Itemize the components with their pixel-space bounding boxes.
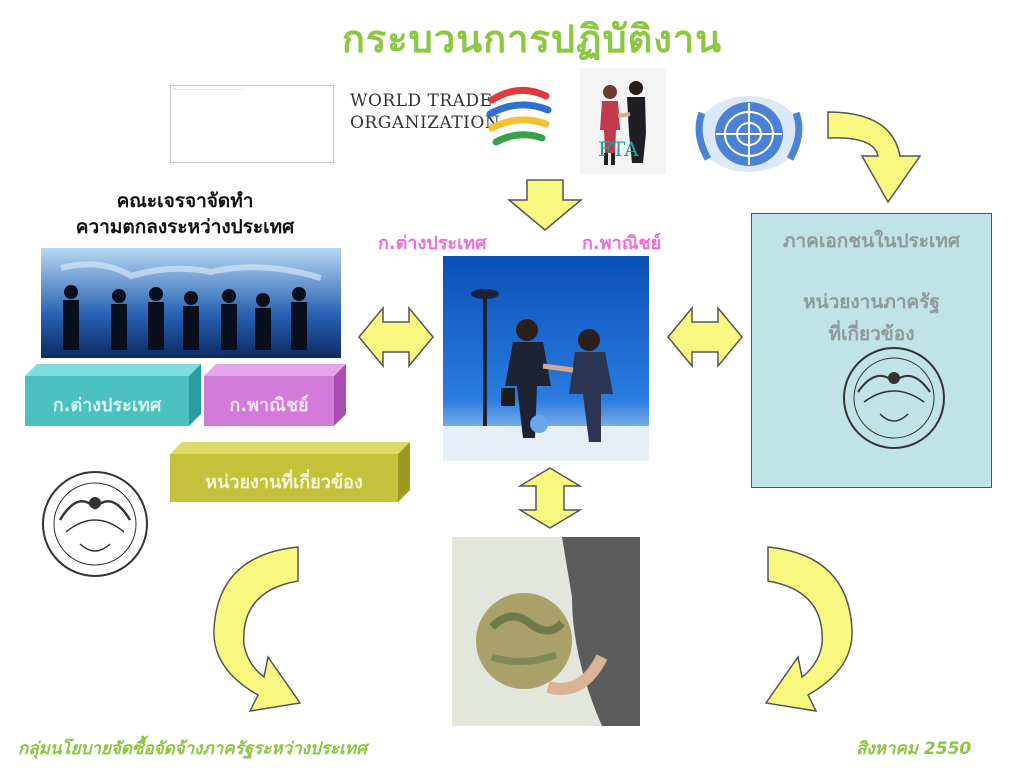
private-sector-label: ภาคเอกชนในประเทศ: [782, 230, 960, 252]
government-agencies-line2: ที่เกี่ยวข้อง: [828, 323, 915, 345]
double-arrow-left: [358, 306, 434, 368]
double-arrow-vertical: [518, 467, 582, 529]
government-agencies-label: หน่วยงานภาครัฐ ที่เกี่ยวข้อง: [752, 286, 991, 350]
broken-image-placeholder: ▭ ......................................…: [170, 85, 334, 163]
wto-line2: ORGANIZATION: [350, 113, 501, 133]
block-related-agencies-label: หน่วยงานที่เกี่ยวข้อง: [205, 472, 363, 493]
comptroller-seal-left: [42, 471, 148, 577]
wto-logo-text: WORLD TRADE ORGANIZATION: [350, 90, 500, 134]
stakeholders-box: ภาคเอกชนในประเทศ หน่วยงานภาครัฐ ที่เกี่ย…: [751, 213, 992, 488]
government-agencies-line1: หน่วยงานภาครัฐ: [803, 291, 940, 313]
wto-line1: WORLD TRADE: [350, 91, 493, 111]
block-commerce-label: ก.พาณิชย์: [229, 395, 309, 416]
block-foreign-affairs: [25, 364, 201, 426]
block-commerce: [204, 364, 346, 426]
curved-arrow-bottom-left: [213, 546, 302, 712]
label-foreign-affairs: ก.ต่างประเทศ: [378, 233, 487, 254]
double-arrow-right: [667, 306, 743, 368]
curved-arrow-bottom-right: [764, 546, 853, 712]
business-handshake-photo: [443, 256, 649, 461]
footer-date: สิงหาคม 2550: [856, 739, 972, 759]
fta-label: FTA: [598, 137, 639, 161]
comptroller-seal-right: [843, 347, 945, 449]
fta-handshake-photo: [580, 68, 666, 174]
wto-swirl-icon: [486, 86, 552, 146]
un-emblem-icon: [695, 96, 803, 172]
negotiation-team-photo: [41, 248, 341, 358]
page-title: กระบวนการปฏิบัติงาน: [341, 17, 723, 61]
label-commerce: ก.พาณิชย์: [582, 233, 662, 254]
block-foreign-affairs-label: ก.ต่างประเทศ: [52, 395, 162, 416]
globe-in-arm-photo: [452, 537, 640, 726]
committee-title: คณะเจรจาจัดทำ ความตกลงระหว่างประเทศ: [30, 188, 340, 240]
curved-arrow-top-right: [827, 111, 922, 204]
committee-line2: ความตกลงระหว่างประเทศ: [75, 216, 295, 238]
down-arrow: [506, 179, 584, 231]
block-related-agencies: [170, 442, 410, 502]
footer-department: กลุ่มนโยบายจัดซื้อจัดจ้างภาครัฐระหว่างปร…: [18, 739, 367, 759]
committee-line1: คณะเจรจาจัดทำ: [116, 190, 254, 212]
